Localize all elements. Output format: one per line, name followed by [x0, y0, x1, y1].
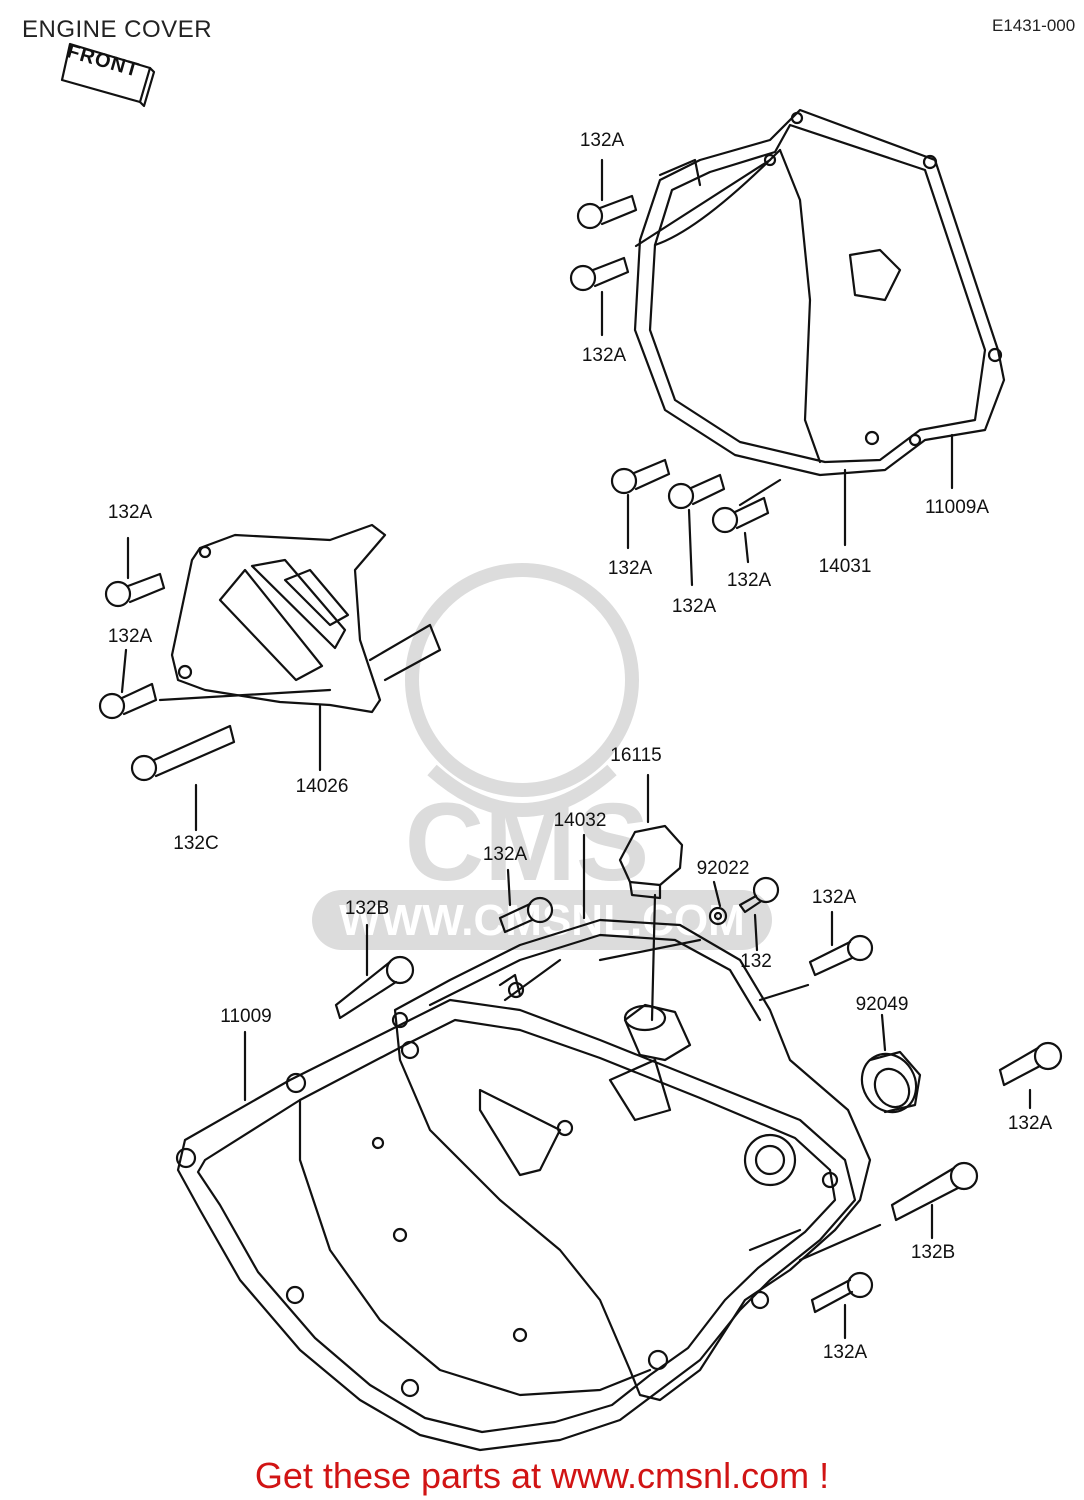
generator-cover-part	[633, 108, 1006, 477]
callout-11009A: 11009A	[924, 497, 990, 518]
front-arrow-icon	[60, 42, 156, 108]
washer-part	[708, 906, 728, 926]
long-bolt-part	[890, 1161, 979, 1222]
callout-132A: 132A	[482, 844, 528, 865]
bolt-part	[998, 1041, 1063, 1087]
bolt-part	[711, 496, 770, 534]
callout-132C: 132C	[173, 833, 219, 854]
oil-cap-part	[618, 824, 684, 900]
bolt-part	[576, 194, 638, 230]
bolt-part	[810, 1271, 874, 1314]
gasket-part	[175, 981, 857, 1452]
watermark-text: CMS	[405, 781, 649, 904]
callout-132A: 132A	[811, 887, 857, 908]
callout-132A: 132A	[822, 1342, 868, 1363]
oil-seal-part	[860, 1050, 922, 1114]
bolt-part	[738, 876, 780, 914]
callout-92049: 92049	[855, 994, 909, 1015]
callout-132A: 132A	[107, 626, 153, 647]
callout-14026: 14026	[295, 776, 349, 797]
callout-132A: 132A	[581, 345, 627, 366]
callout-132: 132	[740, 951, 772, 972]
callout-14031: 14031	[818, 556, 872, 577]
bolt-part	[808, 934, 874, 977]
callout-132A: 132A	[726, 570, 772, 591]
watermark-url: WWW.CMSNL.COM	[339, 896, 745, 945]
cms-watermark: CMS WWW.CMSNL.COM	[312, 563, 772, 950]
callout-132A: 132A	[607, 558, 653, 579]
callout-14032: 14032	[553, 810, 607, 831]
long-bolt-part	[334, 955, 415, 1020]
callout-132A: 132A	[107, 502, 153, 523]
callout-11009: 11009	[220, 1006, 272, 1027]
bolt-part	[667, 473, 726, 510]
page-title: ENGINE COVER	[22, 16, 213, 43]
callout-132A: 132A	[579, 130, 625, 151]
bolt-part	[498, 896, 554, 934]
callout-132A: 132A	[1007, 1113, 1053, 1134]
bolt-part	[98, 682, 158, 720]
callout-132A: 132A	[671, 596, 717, 617]
diagram-code: E1431-000	[992, 16, 1076, 35]
callout-92022: 92022	[696, 858, 750, 879]
callout-16115: 16115	[610, 745, 662, 766]
sprocket-cover-part	[170, 523, 442, 714]
bolt-part	[569, 256, 630, 292]
callout-132B: 132B	[344, 898, 390, 919]
cta-link[interactable]: Get these parts at www.cmsnl.com !	[254, 1455, 830, 1496]
bolt-part	[610, 458, 671, 495]
callout-132B: 132B	[910, 1242, 956, 1263]
bolt-part	[104, 572, 166, 608]
long-bolt-part	[130, 724, 236, 782]
clutch-cover-part	[393, 918, 872, 1402]
